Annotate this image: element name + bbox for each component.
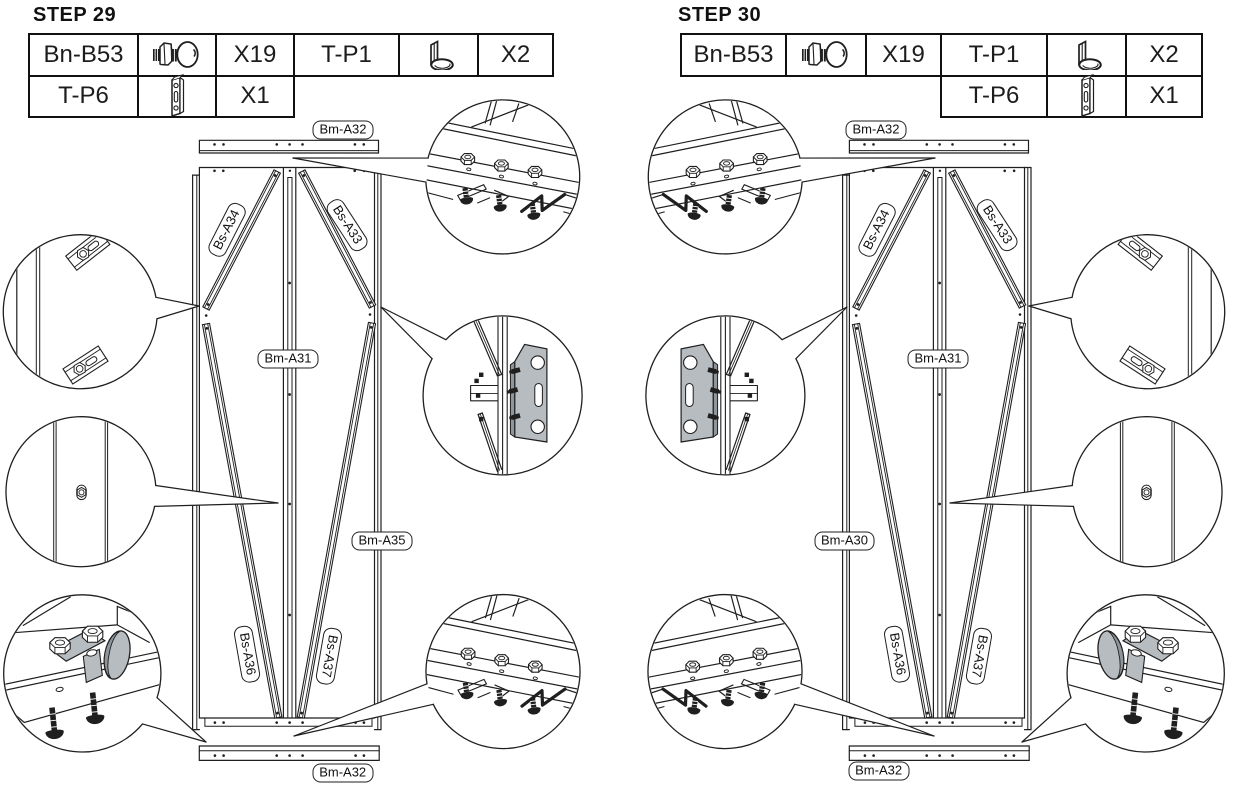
part-code-cell: Bn-B53 (28, 33, 139, 77)
brackets-detail-callout (2, 230, 200, 390)
part-label-panel: Bm-A30 (814, 531, 875, 551)
part-qty-cell: X19 (865, 33, 942, 77)
part-code-cell: Bn-B53 (680, 33, 787, 77)
part-icon-cell (1046, 74, 1127, 118)
part-code: T-P1 (968, 40, 1020, 68)
foot-detail-callout (1021, 594, 1225, 753)
part-icon-cell (398, 33, 479, 77)
part-qty: X2 (500, 40, 531, 68)
part-code: Bn-B53 (43, 40, 124, 68)
step-title-text: STEP 30 (678, 4, 762, 26)
part-label-panel: Bm-A35 (351, 531, 413, 551)
part-label-bottom-rail: Bm-A32 (848, 761, 910, 781)
nut-detail-callout (949, 416, 1223, 568)
part-label-text: Bm-A32 (855, 762, 903, 778)
part-code: T-P6 (968, 82, 1020, 110)
part-qty: X1 (240, 82, 270, 110)
plate-detail-callout (645, 306, 848, 476)
rail-detail-callout (293, 593, 585, 750)
part-label-center-post: Bm-A31 (257, 349, 319, 369)
part-qty: X1 (1149, 82, 1179, 110)
corner-bracket-icon (429, 40, 454, 70)
part-icon-cell (1046, 33, 1127, 77)
part-qty: X19 (233, 40, 277, 68)
part-code: Bn-B53 (693, 40, 774, 68)
rail-detail-callout (643, 98, 936, 255)
part-qty: X2 (1149, 40, 1179, 68)
part-code-cell: T-P1 (293, 33, 400, 77)
part-code-cell: T-P1 (940, 33, 1048, 77)
rail-detail-callout (292, 98, 585, 255)
bolt-icon (801, 40, 848, 68)
step-title-text: STEP 29 (33, 4, 117, 26)
part-label-text: Bm-A32 (319, 764, 367, 780)
part-code-cell: T-P6 (28, 74, 139, 118)
bolt-icon (152, 40, 199, 68)
part-code-cell: T-P6 (940, 74, 1048, 118)
step30-title: STEP 30 (678, 4, 761, 27)
part-label-text: Bm-A35 (358, 532, 406, 548)
part-label-top-rail: Bm-A32 (312, 120, 374, 139)
part-icon-cell (137, 33, 217, 77)
part-icon-cell (785, 33, 867, 77)
nut-detail-callout (5, 416, 279, 568)
part-label-text: Bm-A30 (821, 532, 868, 548)
flat-plate-icon (171, 74, 185, 117)
part-label-text: Bm-A31 (264, 350, 312, 366)
part-label-text: Bm-A32 (319, 121, 367, 136)
step29-title: STEP 29 (33, 4, 116, 27)
part-code: T-P6 (58, 82, 109, 110)
part-icon-cell (137, 74, 217, 118)
part-qty-cell: X2 (477, 33, 554, 77)
part-qty-cell: X1 (215, 74, 295, 118)
part-qty-cell: X2 (1125, 33, 1203, 77)
part-label-text: Bm-A31 (914, 350, 962, 366)
part-qty-cell: X1 (1125, 74, 1203, 118)
corner-bracket-icon (1077, 40, 1102, 70)
foot-detail-callout (3, 594, 207, 753)
part-label-top-rail: Bm-A32 (845, 120, 907, 139)
step30-drawing (643, 98, 1226, 762)
part-label-center-post: Bm-A31 (907, 349, 969, 369)
rail-detail-callout (643, 593, 935, 750)
part-code: T-P1 (321, 40, 372, 68)
step29-drawing (2, 98, 585, 762)
part-qty: X19 (882, 40, 925, 68)
flat-plate-icon (1080, 74, 1094, 117)
plate-detail-callout (380, 306, 583, 476)
part-label-bottom-rail: Bm-A32 (312, 763, 374, 783)
part-qty-cell: X19 (215, 33, 295, 77)
part-label-text: Bm-A32 (852, 121, 900, 136)
brackets-detail-callout (1028, 230, 1226, 390)
